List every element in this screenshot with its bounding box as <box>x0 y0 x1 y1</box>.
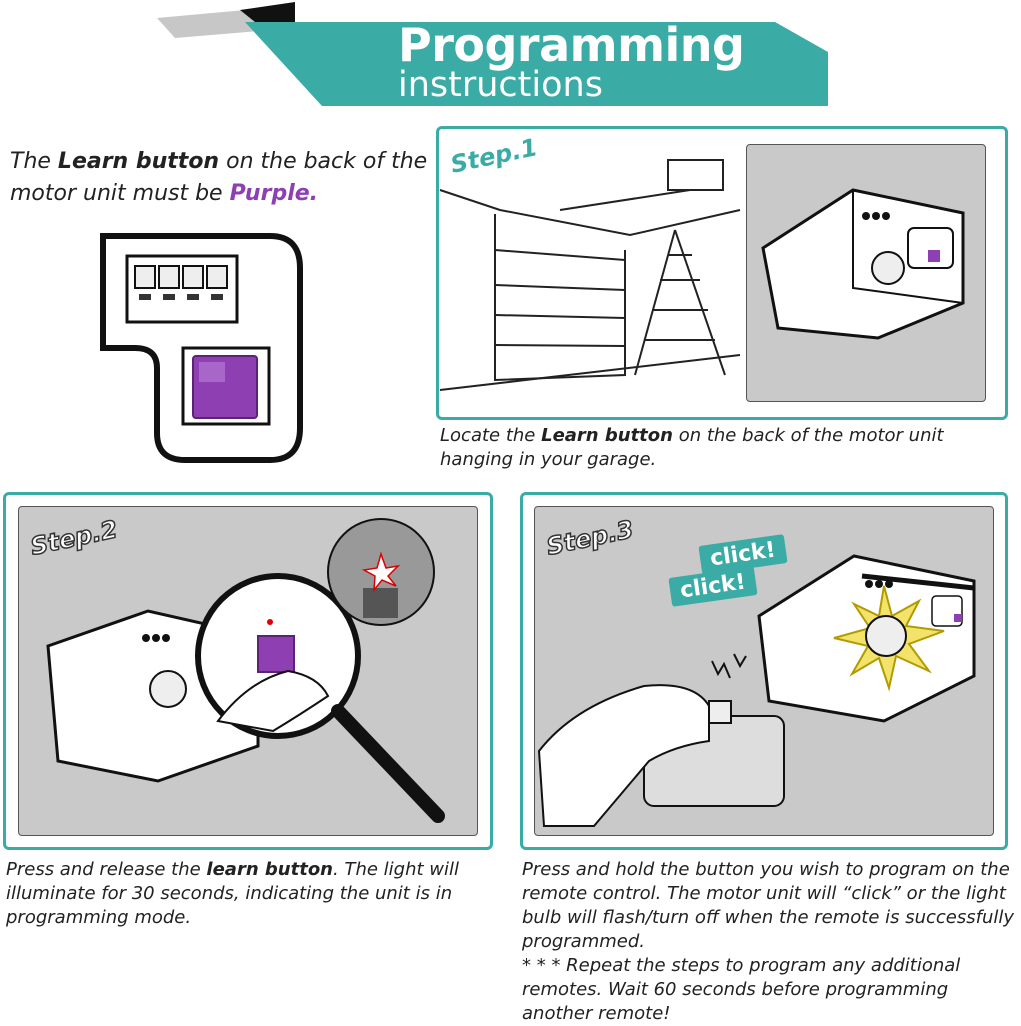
page-title: Programming <box>398 18 745 72</box>
page-subtitle: instructions <box>398 65 603 105</box>
header-banner <box>157 2 828 106</box>
step2-caption: Press and release the learn button. The … <box>6 859 459 928</box>
remote-program-illustration <box>537 554 976 827</box>
step1-caption: Locate the Learn button on the back of t… <box>440 425 944 470</box>
step3-caption: Press and hold the button you wish to pr… <box>522 859 1015 1024</box>
press-learn-illustration <box>46 518 445 823</box>
learn-button-term: Learn button <box>57 149 220 174</box>
purple-word: Purple. <box>229 181 319 206</box>
motor-unit-illustration-1 <box>761 188 965 340</box>
learn-button-illustration <box>100 233 303 463</box>
intro-text: The Learn button on the back of the moto… <box>10 149 428 206</box>
garage-illustration <box>439 159 741 391</box>
